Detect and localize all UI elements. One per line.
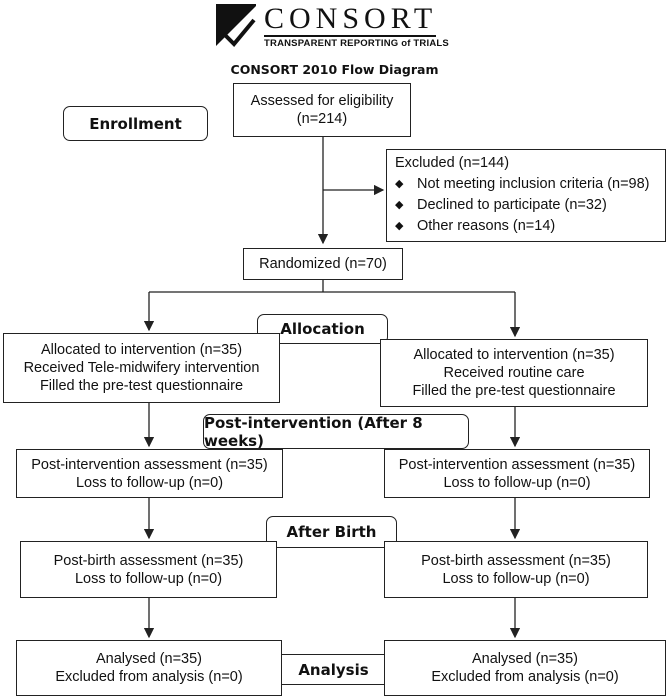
- left-birth-line: Loss to follow-up (n=0): [74, 570, 223, 587]
- right-analysis-line: Excluded from analysis (n=0): [431, 669, 619, 685]
- left-post-line: Loss to follow-up (n=0): [75, 474, 224, 491]
- diamond-bullet-icon: ◆: [395, 199, 404, 211]
- right-allocation-line: Allocated to intervention (n=35): [413, 347, 615, 363]
- excluded-reason: ◆Other reasons (n=14): [395, 216, 665, 237]
- left-analysis-line: Analysed (n=35): [96, 651, 202, 667]
- right-birth-line: Post-birth assessment (n=35): [421, 552, 611, 569]
- left-analysis-line: Excluded from analysis (n=0): [55, 669, 243, 685]
- excluded-box: Excluded (n=144) ◆Not meeting inclusion …: [386, 149, 666, 242]
- diamond-bullet-icon: ◆: [395, 220, 404, 232]
- diagram-title: CONSORT 2010 Flow Diagram: [230, 62, 439, 77]
- right-allocation-line: Filled the pre-test questionnaire: [412, 383, 616, 399]
- left-allocation-box: Allocated to intervention (n=35) Receive…: [3, 333, 280, 403]
- left-post-box: Post-intervention assessment (n=35) Loss…: [16, 449, 283, 498]
- right-birth-line: Loss to follow-up (n=0): [442, 570, 590, 587]
- excluded-reason: ◆Not meeting inclusion criteria (n=98): [395, 174, 665, 195]
- logo-main-text: CONSORT: [264, 2, 438, 35]
- stage-analysis: Analysis: [268, 654, 399, 685]
- logo-rule: [264, 35, 436, 37]
- randomized-box: Randomized (n=70): [243, 248, 403, 280]
- consort-logo-icon: [216, 4, 256, 47]
- assessed-count: (n=214): [296, 111, 348, 127]
- stage-after-birth: After Birth: [266, 516, 397, 548]
- right-allocation-line: Received routine care: [443, 365, 585, 381]
- left-post-line: Post-intervention assessment (n=35): [31, 456, 268, 473]
- logo-sub-text: TRANSPARENT REPORTING of TRIALS: [264, 38, 449, 49]
- left-birth-line: Post-birth assessment (n=35): [53, 552, 244, 569]
- right-analysis-box: Analysed (n=35) Excluded from analysis (…: [384, 640, 666, 696]
- stage-post-intervention: Post-intervention (After 8 weeks): [203, 414, 469, 450]
- diamond-bullet-icon: ◆: [395, 178, 404, 190]
- assessed-label: Assessed for eligibility: [250, 93, 394, 109]
- right-analysis-line: Analysed (n=35): [472, 651, 578, 667]
- right-post-box: Post-intervention assessment (n=35) Loss…: [384, 449, 650, 498]
- left-analysis-box: Analysed (n=35) Excluded from analysis (…: [16, 640, 282, 696]
- right-post-line: Loss to follow-up (n=0): [443, 474, 591, 491]
- left-allocation-line: Received Tele-midwifery intervention: [23, 360, 260, 376]
- excluded-reason: ◆Declined to participate (n=32): [395, 195, 665, 216]
- stage-enrollment: Enrollment: [63, 106, 208, 141]
- right-allocation-box: Allocated to intervention (n=35) Receive…: [380, 339, 648, 407]
- right-post-line: Post-intervention assessment (n=35): [398, 456, 636, 473]
- excluded-title: Excluded (n=144): [395, 155, 510, 171]
- assessed-box: Assessed for eligibility (n=214): [233, 83, 411, 137]
- left-allocation-line: Filled the pre-test questionnaire: [39, 378, 244, 394]
- consort-logo: CONSORT TRANSPARENT REPORTING of TRIALS: [214, 2, 449, 50]
- left-birth-box: Post-birth assessment (n=35) Loss to fol…: [20, 541, 277, 598]
- left-allocation-line: Allocated to intervention (n=35): [40, 342, 243, 358]
- right-birth-box: Post-birth assessment (n=35) Loss to fol…: [384, 541, 648, 598]
